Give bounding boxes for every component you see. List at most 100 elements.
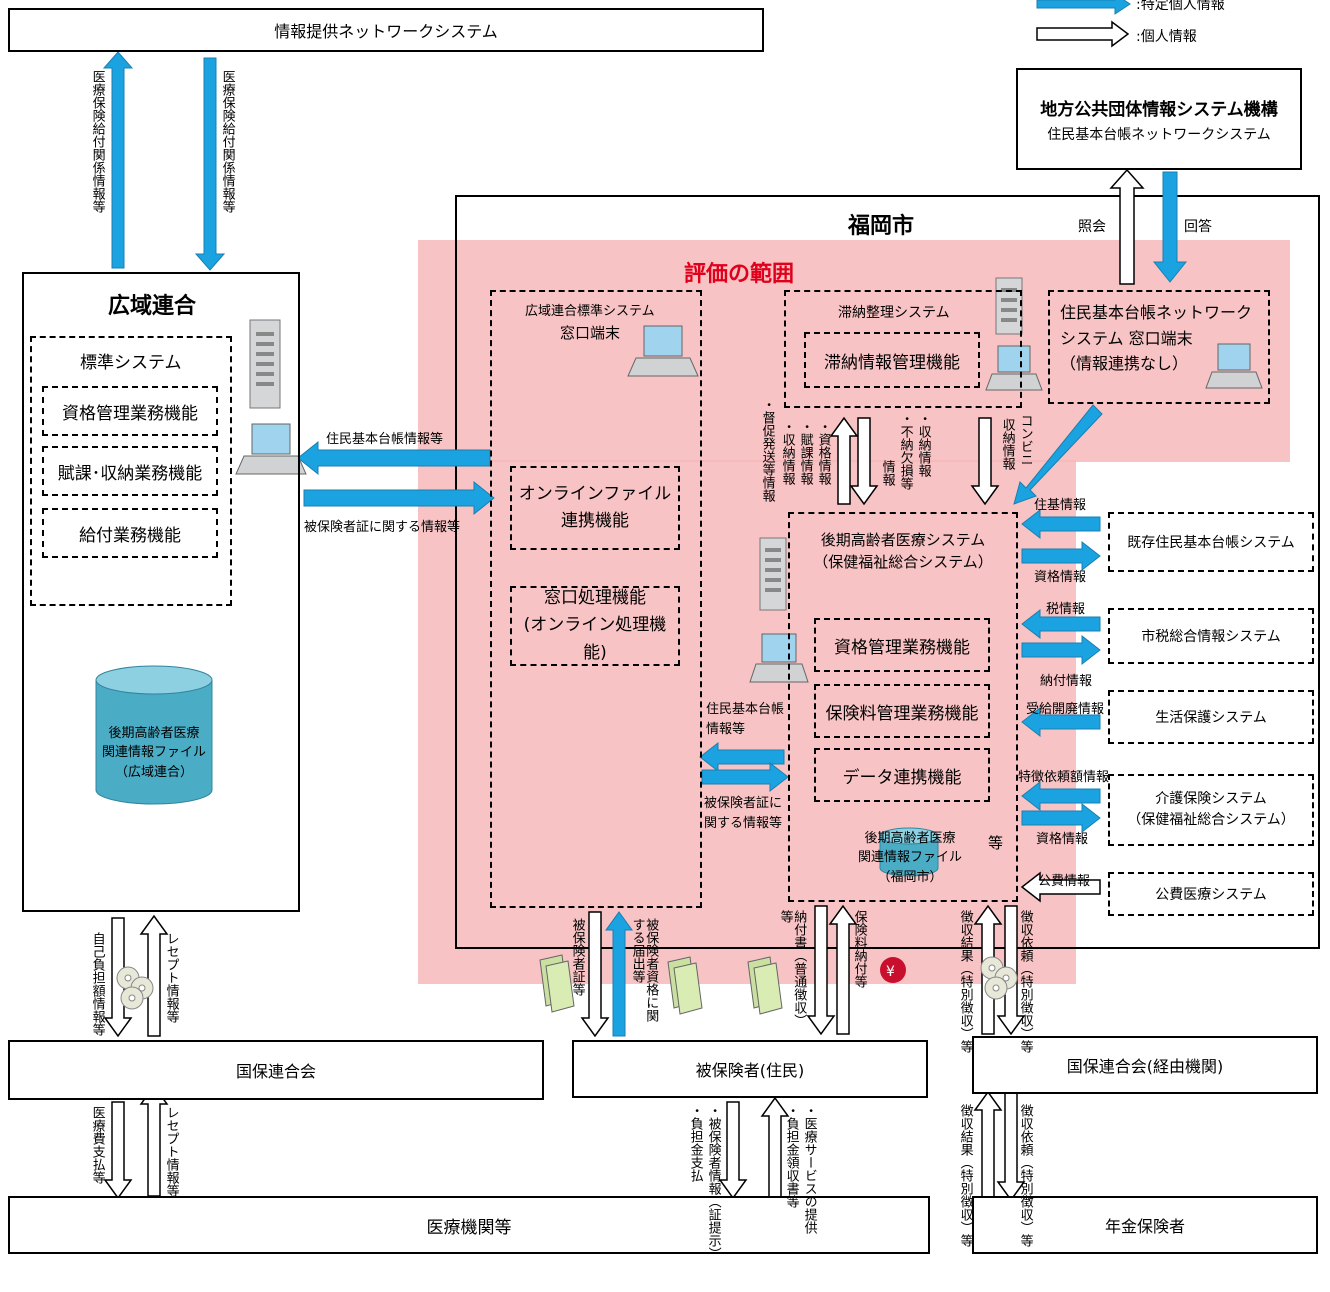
arrow-tokuchou-in bbox=[1021, 780, 1101, 812]
flow-joho: 情報 bbox=[879, 460, 895, 486]
flow-shikaku2: 資格情報 bbox=[1036, 832, 1089, 847]
flow-juki: 住基情報 bbox=[1034, 498, 1087, 513]
arrow-hokenryo-up bbox=[828, 904, 858, 1035]
standard-system-box bbox=[30, 336, 232, 606]
tainou-system-box bbox=[784, 290, 1022, 408]
jlis-subtitle: 住民基本台帳ネットワークシステム bbox=[1047, 126, 1271, 143]
madoguchi-function: 窓口処理機能 (オンライン処理機能) bbox=[510, 586, 680, 666]
arrow-tainou-up bbox=[829, 416, 859, 505]
arrow-konbini-down bbox=[970, 417, 1000, 506]
tainou-function: 滞納情報管理機能 bbox=[804, 332, 980, 388]
arrow-chou-kekka2-up bbox=[973, 1090, 1003, 1201]
flow-chou-irai1: 徴収依頼（特別徴収）等 bbox=[1017, 910, 1033, 1053]
arrow-down-network bbox=[194, 57, 226, 271]
arrow-iryouhi-down bbox=[103, 1101, 133, 1200]
std-func-kyufu: 給付業務機能 bbox=[42, 508, 218, 558]
document-icon-1 bbox=[539, 954, 575, 1013]
insured-resident: 被保険者(住民) bbox=[572, 1040, 928, 1098]
arrow-nouhu-out bbox=[1021, 634, 1101, 666]
flow-shoukai: 照会 bbox=[1078, 219, 1106, 235]
kouki-func-hokenryo: 保険料管理業務機能 bbox=[814, 684, 990, 738]
ext-kouhi: 公費医療システム bbox=[1108, 872, 1314, 916]
laptop-icon-terminal bbox=[627, 325, 699, 377]
legend-white-arrow bbox=[1036, 20, 1130, 48]
juki-network-terminal: 住民基本台帳ネットワーク システム 窓口端末 （情報連携なし） bbox=[1048, 290, 1270, 404]
flow-todoke: 被保険者資格に関する届出等 bbox=[629, 918, 659, 1022]
flow-jumin-info: 住民基本台帳情報等 bbox=[326, 432, 444, 447]
arrow-noufusho-down bbox=[806, 905, 836, 1036]
kouki-tou-label: 等 bbox=[988, 834, 1004, 852]
flow-shunou: ・収納情報 bbox=[779, 420, 795, 485]
flow-jumin-info2: 住民基本台帳情報等 bbox=[706, 702, 785, 737]
server-icon-kouiki bbox=[249, 319, 281, 409]
arrow-chou-irai2-down bbox=[996, 1091, 1026, 1202]
kouiki-title: 広域連合 bbox=[108, 294, 197, 319]
arrow-shikaku-out bbox=[1021, 540, 1101, 572]
terminal-title: 広域連合標準システム bbox=[525, 304, 655, 319]
flow-shikaku: 資格情報 bbox=[1034, 570, 1087, 585]
kouiki-db-label: 後期高齢者医療 関連情報ファイル （広域連合） bbox=[101, 725, 206, 780]
server-icon-tainou bbox=[995, 277, 1023, 335]
server-icon-kouki bbox=[759, 537, 787, 611]
arrow-kaitou bbox=[1152, 171, 1188, 283]
arrow-hihoken-teiji-down bbox=[718, 1101, 748, 1200]
ext-city-tax: 市税総合情報システム bbox=[1108, 608, 1314, 664]
ext-welfare: 生活保護システム bbox=[1108, 690, 1314, 744]
info-network-system: 情報提供ネットワークシステム bbox=[8, 8, 764, 52]
flow-iryou-service: ・医療サービスの提供 bbox=[801, 1104, 817, 1234]
jlis-title: 地方公共団体情報システム機構 bbox=[1040, 99, 1278, 120]
flow-shunou2: ・収納情報 bbox=[915, 412, 931, 477]
svg-text:¥: ¥ bbox=[886, 964, 895, 980]
kouiki-db-cylinder bbox=[95, 665, 213, 805]
flow-futankin-ryoshu: ・負担金領収書等 bbox=[783, 1104, 799, 1208]
arrow-iryou-service-up bbox=[760, 1096, 790, 1199]
document-icon-2 bbox=[667, 956, 703, 1015]
std-func-fuka: 賦課･収納業務機能 bbox=[42, 446, 218, 496]
arrow-up-network bbox=[102, 51, 134, 269]
kouiki-rengou-box bbox=[22, 272, 300, 912]
flow-hihoken-info: 被保険者証に関する情報等 bbox=[304, 520, 461, 535]
flow-zei: 税情報 bbox=[1046, 602, 1086, 617]
pension-insurer: 年金保険者 bbox=[972, 1196, 1318, 1254]
flow-iryouhi: 医療費支払等 bbox=[89, 1106, 105, 1184]
arrow-jumin-to-kouiki bbox=[297, 440, 491, 476]
arrow-todoke-up bbox=[605, 911, 633, 1037]
kouki-db-label: 後期高齢者医療 関連情報ファイル （福岡市） bbox=[857, 830, 962, 885]
kouki-db-cylinder bbox=[879, 827, 939, 877]
jlis-box: 地方公共団体情報システム機構 住民基本台帳ネットワークシステム bbox=[1016, 68, 1302, 170]
arrow-juki-in bbox=[1021, 508, 1101, 540]
evaluation-scope-area bbox=[418, 240, 1290, 462]
arrow-hihokensho-down bbox=[580, 911, 610, 1038]
kouki-func-data: データ連携機能 bbox=[814, 748, 990, 802]
flow-up-network: 医療保険給付関係情報等 bbox=[89, 70, 105, 213]
document-icon-3 bbox=[747, 956, 783, 1015]
kouki-func-shikaku: 資格管理業務機能 bbox=[814, 618, 990, 672]
legend-personal-label: :個人情報 bbox=[1136, 29, 1197, 45]
terminal-subtitle: 窓口端末 bbox=[560, 324, 621, 342]
flow-hihoken-teiji: ・被保険者情報（証提示） bbox=[705, 1104, 721, 1260]
flow-jukyu: 受給開廃情報 bbox=[1026, 702, 1105, 717]
flow-tokuchou: 特徴依頼額情報 bbox=[1018, 770, 1110, 785]
flow-shunou3: 収納情報 bbox=[999, 418, 1015, 470]
yen-icon: ¥ bbox=[880, 957, 906, 983]
legend-specific-label: :特定個人情報 bbox=[1136, 0, 1225, 13]
flow-jiko: 自己負担額情報等 bbox=[89, 932, 105, 1036]
flow-shikaku-v: ・資格情報 bbox=[815, 420, 831, 485]
ext-kaigo: 介護保険システム （保健福祉総合システム） bbox=[1108, 774, 1314, 846]
arrow-shikaku2-out bbox=[1021, 802, 1101, 834]
legend-blue-arrow bbox=[1036, 0, 1131, 15]
flow-hihokensho: 被保険者証等 bbox=[569, 918, 585, 996]
arrow-hihoken-to-kouki bbox=[701, 761, 789, 793]
cd-icon-kokuho2 bbox=[980, 956, 1018, 1000]
arrow-juki-diagonal bbox=[1013, 404, 1103, 505]
flow-tokusoku: ・督促発送等情報 bbox=[759, 398, 775, 502]
kouki-system-box bbox=[788, 512, 1018, 902]
fukuoka-city-title: 福岡市 bbox=[848, 214, 915, 239]
arrow-jukyu-in bbox=[1021, 706, 1101, 738]
evaluation-scope-area-lower bbox=[418, 460, 1076, 984]
flow-fuka: ・賦課情報 bbox=[797, 420, 813, 485]
flow-hokenryo: 保険料納付等 bbox=[851, 910, 867, 988]
flow-nouhu: 納付情報 bbox=[1040, 674, 1093, 689]
cd-icon-kokuho bbox=[116, 966, 154, 1010]
